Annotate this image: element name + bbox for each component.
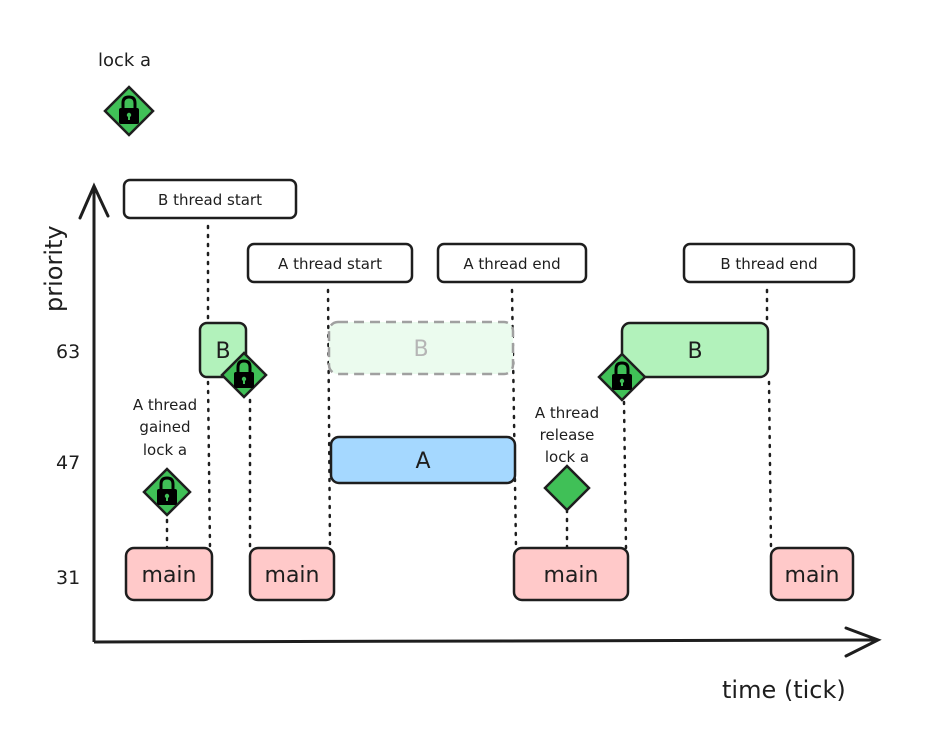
lock-icon-a-gained: [142, 467, 192, 517]
y-axis: [78, 182, 110, 642]
annotation-a-gained-lock: A thread gained lock a: [133, 396, 197, 459]
svg-text:B thread start: B thread start: [158, 191, 262, 209]
block-main-3: main: [512, 546, 630, 602]
svg-text:B: B: [687, 339, 702, 364]
y-tick-31: 31: [56, 567, 80, 589]
svg-text:A thread end: A thread end: [463, 255, 560, 273]
svg-text:main: main: [785, 563, 840, 588]
event-a-thread-start: A thread start: [246, 242, 414, 284]
lock-icon-b-acquired: [597, 352, 647, 402]
block-main-4: main: [769, 546, 855, 602]
block-main-1: main: [124, 546, 214, 602]
svg-text:main: main: [142, 563, 197, 588]
y-tick-47: 47: [56, 452, 80, 474]
guide-lines: [165, 224, 773, 550]
legend-lock-label: lock a: [98, 50, 151, 71]
svg-text:release: release: [540, 426, 595, 444]
svg-text:B: B: [215, 339, 230, 364]
svg-text:main: main: [544, 563, 599, 588]
svg-text:gained: gained: [139, 418, 190, 436]
svg-text:A thread start: A thread start: [278, 255, 382, 273]
svg-text:A: A: [415, 449, 430, 474]
y-axis-label: priority: [40, 225, 68, 312]
event-a-thread-end: A thread end: [436, 242, 588, 284]
svg-text:B: B: [413, 337, 428, 362]
svg-text:main: main: [265, 563, 320, 588]
event-b-thread-end: B thread end: [682, 242, 856, 284]
svg-text:A thread: A thread: [133, 396, 197, 414]
y-tick-63: 63: [56, 341, 80, 363]
block-b-ghost: B: [327, 320, 515, 376]
x-axis: [93, 626, 882, 658]
svg-text:lock a: lock a: [143, 441, 187, 459]
lock-icon-b-attempt: [220, 351, 268, 399]
lock-released-diamond: [543, 464, 591, 512]
block-main-2: main: [248, 546, 336, 602]
event-b-thread-start: B thread start: [122, 178, 298, 220]
block-b-long: B: [620, 321, 770, 379]
x-axis-label: time (tick): [722, 676, 846, 704]
annotation-a-release-lock: A thread release lock a: [535, 404, 599, 466]
svg-text:B thread end: B thread end: [720, 255, 817, 273]
block-a: A: [329, 435, 517, 485]
svg-text:lock a: lock a: [545, 448, 589, 466]
svg-text:A thread: A thread: [535, 404, 599, 422]
legend-lock-icon: [103, 85, 155, 137]
